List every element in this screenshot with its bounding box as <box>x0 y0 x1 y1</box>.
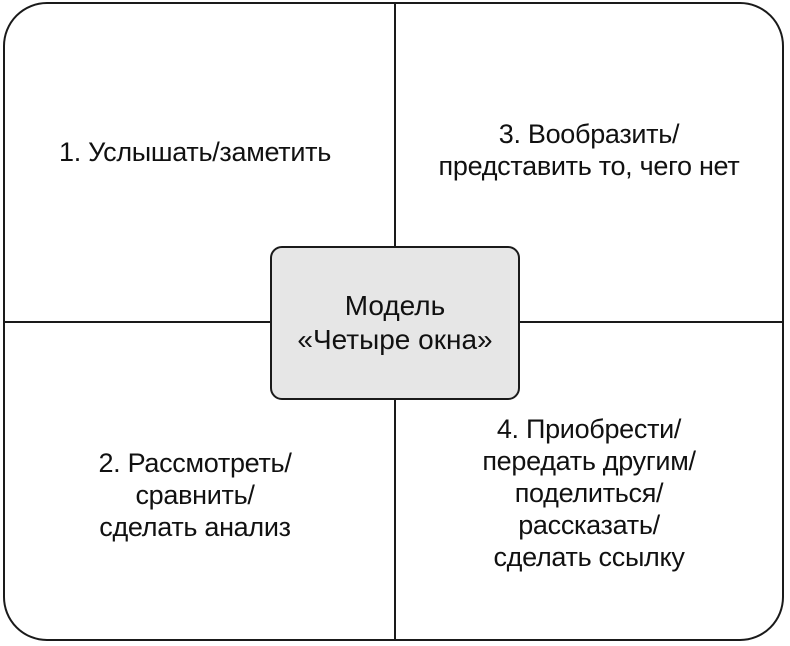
quadrant-2-line: сравнить/ <box>135 480 255 510</box>
quadrant-3-line: представить то, чего нет <box>438 151 740 181</box>
quadrant-3-line: 3. Вообразить/ <box>498 119 680 149</box>
quadrant-2-examine-analyze: 2. Рассмотреть/ сравнить/ сделать анализ <box>5 445 385 545</box>
quadrant-4-line: сделать ссылку <box>493 542 685 572</box>
center-title-line: «Четыре окна» <box>297 324 493 355</box>
quadrant-4-line: рассказать/ <box>518 510 660 540</box>
quadrant-4-line: поделиться/ <box>514 478 664 508</box>
center-title-line: Модель <box>344 290 446 321</box>
quadrant-2-line: сделать анализ <box>99 512 291 542</box>
quadrant-2-line: 2. Рассмотреть/ <box>98 448 292 478</box>
quadrant-4-line: 4. Приобрести/ <box>496 414 682 444</box>
quadrant-3-imagine: 3. Вообразить/ представить то, чего нет <box>396 116 782 184</box>
quadrant-1-line: 1. Услышать/заметить <box>58 137 331 167</box>
center-model-box: Модель «Четыре окна» <box>270 246 520 400</box>
quadrant-4-line: передать другим/ <box>482 446 696 476</box>
quadrant-4-acquire-share: 4. Приобрести/ передать другим/ поделить… <box>396 408 782 578</box>
quadrant-1-hear-notice: 1. Услышать/заметить <box>5 120 385 184</box>
